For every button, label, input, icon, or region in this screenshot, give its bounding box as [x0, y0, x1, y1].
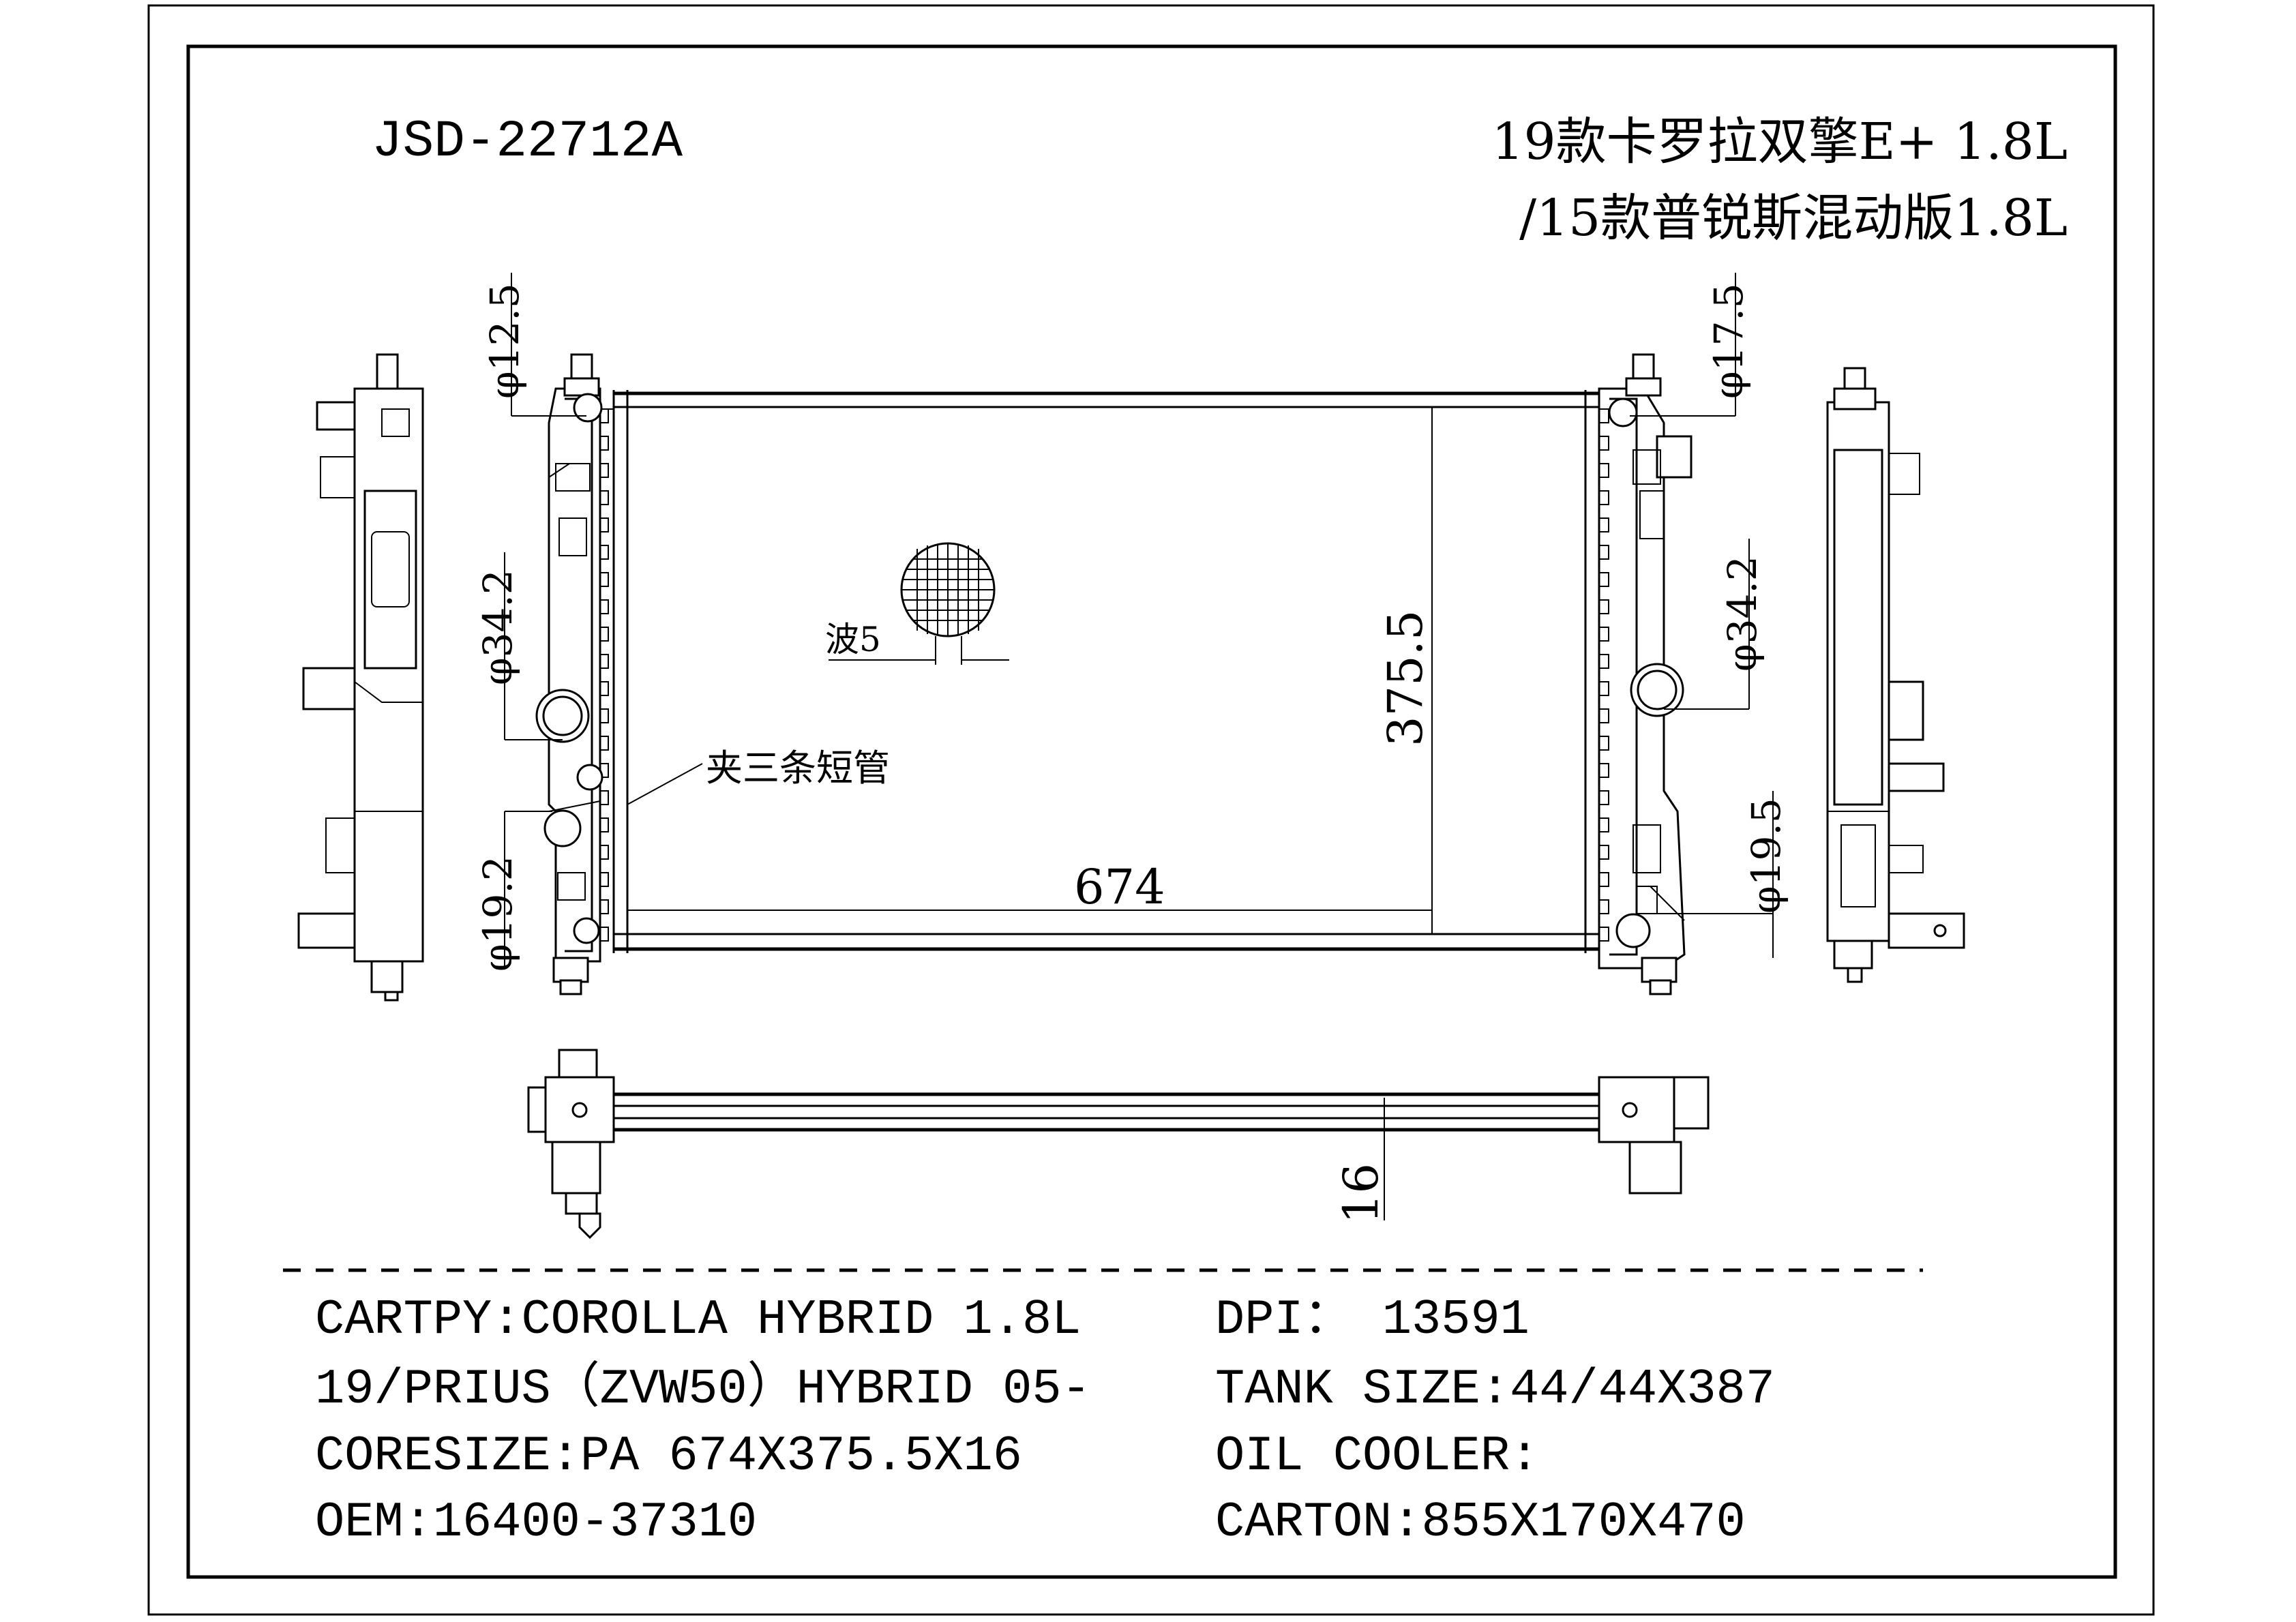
spec-dpi: DPI： 13591	[1215, 1292, 1530, 1348]
top-view	[527, 1049, 1710, 1240]
left-bottom-pipe-label: φ19.2	[475, 856, 521, 972]
right-mid-pipe-label: φ34.2	[1719, 556, 1765, 672]
tube-note-label: 夹三条短管	[706, 747, 890, 790]
inner-border	[186, 44, 2117, 1579]
right-bottom-pipe-label: φ19.5	[1743, 798, 1789, 914]
fin-pitch-label: 波5	[825, 620, 881, 659]
spec-cartpy: CARTPY:COROLLA HYBRID 1.8L	[315, 1292, 1081, 1348]
spec-carton: CARTON:855X170X470	[1215, 1495, 1746, 1550]
spec-application: 19/PRIUS（ZVW50）HYBRID 05-	[315, 1361, 1091, 1417]
part-number: JSD-22712A	[372, 112, 683, 171]
spec-tank-size: TANK SIZE:44/44X387	[1215, 1362, 1775, 1417]
left-mid-pipe-label: φ34.2	[475, 569, 521, 685]
core-height-label: 375.5	[1377, 610, 1433, 747]
vehicle-title-line2: /15款普锐斯混动版1.8L	[1519, 189, 2068, 247]
right-top-pipe-label: φ17.5	[1705, 283, 1752, 399]
core-thickness-label: 16	[1333, 1163, 1389, 1224]
vehicle-title-line1: 19款卡罗拉双擎E+ 1.8L	[1491, 112, 2068, 171]
left-side-view	[297, 353, 424, 1002]
spec-oem: OEM:16400-37310	[315, 1495, 757, 1550]
left-top-pipe-label: φ12.5	[481, 283, 528, 399]
spec-coresize: CORESIZE:PA 674X375.5X16	[315, 1428, 1022, 1484]
core-width-label: 674	[1074, 859, 1165, 915]
spec-block: CARTPY:COROLLA HYBRID 1.8L 19/PRIUS（ZVW5…	[315, 1292, 1775, 1550]
outer-border	[147, 4, 2155, 1616]
dimension-lines	[504, 273, 1774, 1220]
right-tank	[1598, 353, 1693, 995]
fin-detail: 波5	[825, 542, 1009, 665]
spec-oil-cooler: OIL COOLER:	[1215, 1428, 1539, 1484]
right-side-view	[1826, 367, 1965, 983]
left-tank	[535, 353, 614, 995]
